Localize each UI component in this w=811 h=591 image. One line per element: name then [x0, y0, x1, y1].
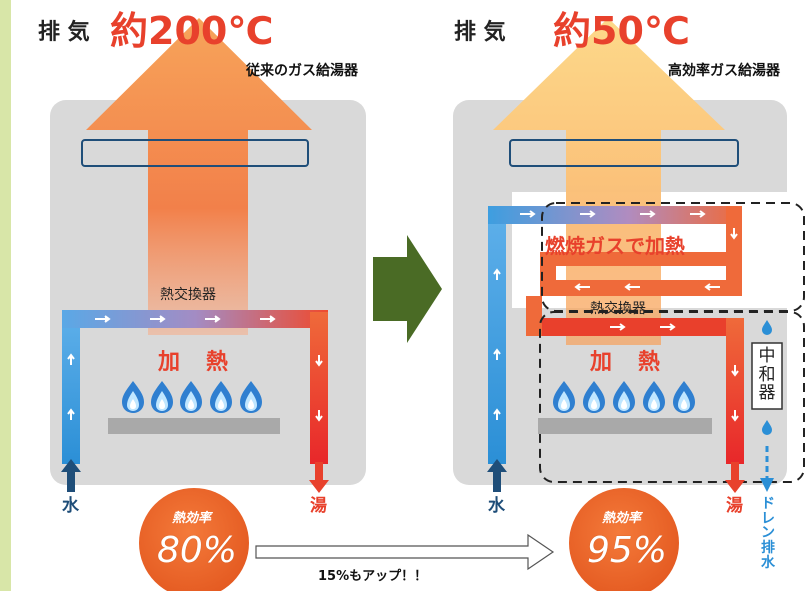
- left-heating-label: 加 熱: [158, 350, 231, 375]
- right-vent-slot: [509, 139, 739, 167]
- right-hot-out-arrow: [725, 462, 745, 493]
- right-pipe-hx-left: [526, 296, 542, 336]
- right-efficiency-circle: [569, 488, 679, 591]
- right-water-label: 水: [488, 496, 505, 516]
- neutralizer-label: 中和器: [758, 346, 776, 404]
- left-hot-water-label: 湯: [310, 496, 327, 516]
- right-pipe-loop-mid: [540, 252, 730, 266]
- right-pipe-outlet: [726, 318, 744, 464]
- right-heat-exchanger-label: 熱交換器: [590, 301, 646, 317]
- drain-arrow: [760, 478, 774, 492]
- left-burner-plate: [108, 418, 280, 434]
- comparison-label: 15%もアップ！！: [318, 569, 428, 584]
- right-heating-label: 加 熱: [590, 350, 663, 375]
- right-subtitle: 高効率ガス給湯器: [668, 63, 780, 79]
- drain-label: ドレン排水: [761, 496, 775, 571]
- left-vent-slot: [81, 139, 309, 167]
- transition-arrow: [373, 235, 442, 343]
- left-exhaust-label: 排 気: [38, 20, 90, 45]
- right-exhaust-temp: 約50℃: [553, 9, 690, 53]
- left-pipe-outlet: [310, 312, 328, 464]
- right-exhaust-label: 排 気: [454, 20, 506, 45]
- left-efficiency-value: 80%: [157, 530, 238, 571]
- right-flow-arrows: [493, 210, 739, 422]
- drain-droplets: [762, 320, 772, 435]
- combustion-gas-zone: [541, 202, 805, 312]
- left-accent-bar: [0, 0, 11, 591]
- left-exhaust-arrow: [86, 18, 312, 335]
- left-heat-exchanger-label: 熱交換器: [160, 287, 216, 303]
- primary-heat-zone: [539, 311, 805, 483]
- combustion-label: 燃焼ガスで加熱: [545, 234, 685, 258]
- right-pipe-top: [488, 206, 742, 224]
- right-pipe-hx: [526, 318, 744, 336]
- left-pipe-top: [62, 310, 328, 328]
- comparison-arrow: [255, 533, 555, 571]
- right-efficiency-value: 95%: [587, 530, 668, 571]
- left-hot-out-arrow: [309, 462, 329, 493]
- left-efficiency-label: 熱効率: [172, 511, 212, 526]
- left-pipe-inlet: [62, 312, 80, 464]
- right-exhaust-arrow: [493, 18, 725, 345]
- left-subtitle: 従来のガス給湯器: [246, 63, 358, 79]
- left-flow-arrows: [67, 315, 323, 422]
- right-burner-plate: [538, 418, 712, 434]
- right-hot-water-label: 湯: [726, 496, 743, 516]
- neutralizer-box: [751, 342, 783, 410]
- right-pipe-loop-right: [726, 206, 742, 296]
- right-pipe-loop-bottom: [540, 280, 742, 296]
- right-water-in-arrow: [487, 459, 507, 492]
- left-efficiency-circle: [139, 488, 249, 591]
- right-efficiency-label: 熱効率: [602, 511, 642, 526]
- left-water-label: 水: [62, 496, 79, 516]
- left-water-in-arrow: [61, 459, 81, 492]
- left-exhaust-temp: 約200℃: [110, 9, 274, 53]
- right-pipe-inlet: [488, 208, 506, 464]
